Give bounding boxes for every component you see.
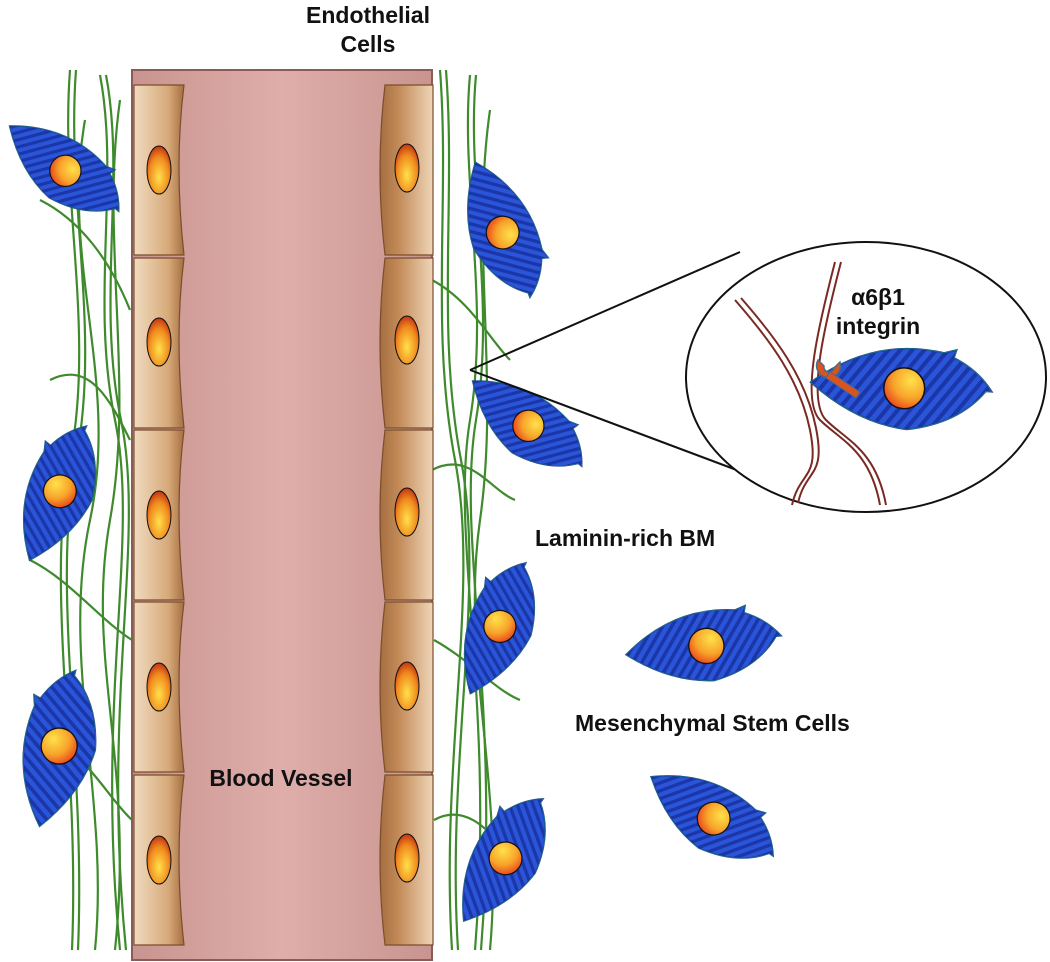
endothelial-cells-left [133, 84, 185, 946]
endothelial-label-line2: Cells [341, 31, 396, 57]
msc-cells-free [621, 601, 792, 887]
basement-membrane-label: Laminin-rich BM [535, 525, 715, 551]
integrin-label-line1: α6β1 [851, 284, 905, 310]
integrin-icon [815, 358, 861, 399]
endothelial-cells-right [379, 84, 434, 946]
msc-label: Mesenchymal Stem Cells [575, 710, 850, 736]
endothelial-label-line1: Endothelial [306, 2, 430, 28]
blood-vessel-label: Blood Vessel [209, 765, 352, 791]
integrin-label-line2: integrin [836, 313, 920, 339]
zoom-inset [685, 241, 1047, 513]
